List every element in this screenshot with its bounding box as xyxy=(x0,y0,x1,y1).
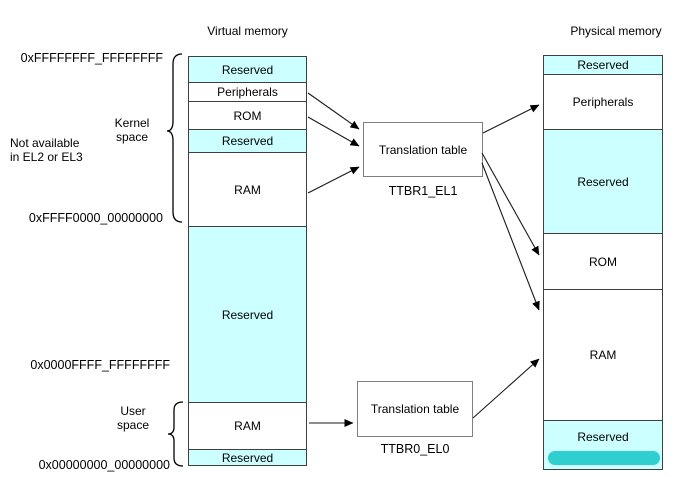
translation-table-ttbr1: Translation table xyxy=(363,122,483,177)
address-user-top: 0x0000FFFF_FFFFFFFF xyxy=(30,358,170,372)
pm-block-reserved-top: Reserved xyxy=(544,56,662,75)
not-available-note: Not available in EL2 or EL3 xyxy=(10,136,83,164)
vm-block-kernel-ram: RAM xyxy=(189,153,306,227)
kernel-space-label: Kernel space xyxy=(114,116,150,144)
vm-block-user-ram: RAM xyxy=(189,403,306,450)
virtual-memory-title: Virtual memory xyxy=(207,24,288,38)
arrow-vm-rom-to-ttbr1 xyxy=(307,116,360,147)
vm-block-reserved-mid: Reserved xyxy=(189,130,306,153)
pm-block-peripherals: Peripherals xyxy=(544,75,662,130)
address-virtual-bottom: 0x00000000_00000000 xyxy=(38,458,170,472)
ttbr1-register-label: TTBR1_EL1 xyxy=(388,184,458,198)
arrow-ttbr1-to-pm-rom xyxy=(481,152,540,256)
arrow-ttbr1-to-pm-ram xyxy=(481,162,540,311)
arrow-ttbr0-to-pm-ram xyxy=(472,358,540,419)
user-space-brace xyxy=(167,401,184,467)
address-kernel-bottom: 0xFFFF0000_00000000 xyxy=(28,211,163,225)
arrow-vm-ram-to-ttbr1 xyxy=(307,166,360,194)
pm-block-reserved-mid: Reserved xyxy=(544,130,662,234)
vm-block-rom: ROM xyxy=(189,102,306,130)
vm-block-reserved-big: Reserved xyxy=(189,227,306,403)
pm-block-rom: ROM xyxy=(544,234,662,290)
user-space-label: User space xyxy=(116,404,150,432)
translation-table-ttbr0: Translation table xyxy=(357,381,473,437)
arrow-ttbr1-to-pm-peripherals xyxy=(482,104,540,134)
pm-block-ram: RAM xyxy=(544,290,662,421)
virtual-memory-column: Reserved Peripherals ROM Reserved RAM Re… xyxy=(188,56,307,466)
vm-block-reserved-top: Reserved xyxy=(189,57,306,83)
highlight-marker xyxy=(548,451,660,465)
address-virtual-top: 0xFFFFFFFF_FFFFFFFF xyxy=(20,51,163,65)
physical-memory-column: Reserved Peripherals Reserved ROM RAM Re… xyxy=(543,55,663,470)
physical-memory-title: Physical memory xyxy=(570,24,662,38)
kernel-space-brace xyxy=(166,53,183,223)
ttbr0-register-label: TTBR0_EL0 xyxy=(380,442,450,456)
vm-block-reserved-bottom: Reserved xyxy=(189,450,306,465)
vm-block-peripherals: Peripherals xyxy=(189,83,306,102)
arrow-vm-peripherals-to-ttbr1 xyxy=(307,92,360,130)
